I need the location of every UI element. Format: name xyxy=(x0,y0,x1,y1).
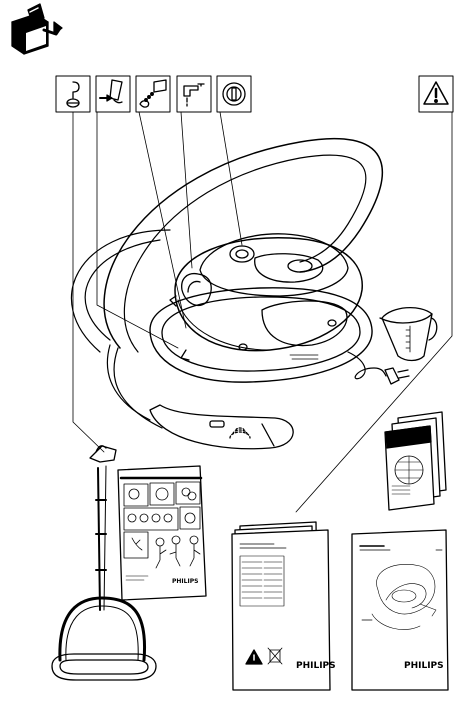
quick-start-card: PHILIPS xyxy=(118,466,206,600)
safety-guide: PHILIPS xyxy=(352,530,448,690)
symbol-tap-box xyxy=(177,76,211,112)
symbol-power-box xyxy=(217,76,251,112)
power-button-icon xyxy=(223,83,245,105)
booklet-brand: PHILIPS xyxy=(296,661,336,671)
leaflet-stack: PHILIPS xyxy=(385,412,446,510)
card-brand: PHILIPS xyxy=(172,578,198,585)
water-pour-icon xyxy=(140,80,166,107)
symbol-hanger-box xyxy=(56,76,90,112)
warning-triangle-icon xyxy=(424,82,448,104)
unpacking-box-icon xyxy=(12,4,62,54)
fill-water-icon xyxy=(100,80,122,103)
symbol-warning-box xyxy=(419,76,453,112)
symbol-fill-box xyxy=(96,76,130,112)
guide-brand: PHILIPS xyxy=(404,661,444,671)
tap-water-icon xyxy=(184,84,204,106)
instruction-booklet: PHILIPS xyxy=(232,522,336,690)
hanger-hook-icon xyxy=(67,82,79,107)
symbol-pour-box xyxy=(136,76,170,112)
steam-generator xyxy=(71,139,382,449)
leaflet-title: PHILIPS xyxy=(392,438,414,444)
measuring-cup xyxy=(380,308,437,361)
